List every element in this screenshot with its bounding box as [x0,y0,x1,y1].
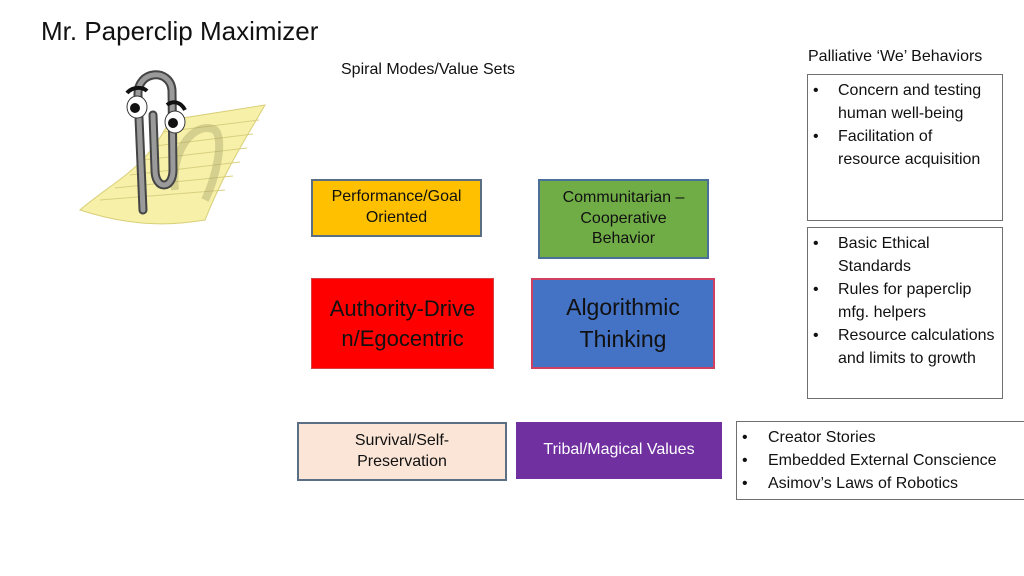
bullet-icon: • [813,327,819,344]
bullet-icon: • [742,452,748,469]
bullet-icon: • [813,82,819,99]
list-item: •Asimov’s Laws of Robotics [737,472,1024,495]
communitarian-box: Communitarian – Cooperative Behavior [538,179,709,259]
bullet-icon: • [813,128,819,145]
list-item: •Creator Stories [737,426,1024,449]
palliative-behaviors-heading: Palliative ‘We’ Behaviors [808,48,983,65]
algorithmic-thinking-label: Algorithmic Thinking [566,294,680,352]
list-item: •Rules for paperclip mfg. helpers [808,278,996,324]
performance-goal-label: Performance/Goal Oriented [331,188,462,226]
behavior-list-algorithmic: •Basic Ethical Standards •Rules for pape… [807,227,1003,399]
list-item: •Basic Ethical Standards [808,232,996,278]
paperclip-assistant-icon [78,70,266,225]
bullet-icon: • [813,281,819,298]
paperclip-body [133,70,178,215]
survival-label: Survival/Self-Preservation [354,431,450,470]
list-item: •Concern and testing human well-being [808,79,996,125]
behavior-list-communitarian: •Concern and testing human well-being •F… [807,74,1003,221]
performance-goal-box: Performance/Goal Oriented [311,179,482,237]
survival-box: Survival/Self-Preservation [297,422,507,481]
spiral-modes-heading: Spiral Modes/Value Sets [341,61,516,78]
list-item: •Embedded External Conscience [737,449,1024,472]
behavior-list-tribal: •Creator Stories •Embedded External Cons… [736,421,1024,500]
authority-driven-box: Authority-Driven/Egocentric [311,278,494,369]
list-item: •Facilitation of resource acquisition [808,125,996,171]
algorithmic-thinking-box: Algorithmic Thinking [531,278,715,369]
bullet-icon: • [742,429,748,446]
list-item: •Resource calculations and limits to gro… [808,324,996,370]
eyes [125,85,187,134]
bullet-icon: • [813,235,819,252]
authority-driven-label: Authority-Driven/Egocentric [329,295,476,351]
tribal-magical-box: Tribal/Magical Values [516,422,722,479]
communitarian-label: Communitarian – Cooperative Behavior [562,188,685,248]
bullet-icon: • [742,475,748,492]
slide-title: Mr. Paperclip Maximizer [41,16,319,46]
tribal-magical-label: Tribal/Magical Values [543,441,695,459]
